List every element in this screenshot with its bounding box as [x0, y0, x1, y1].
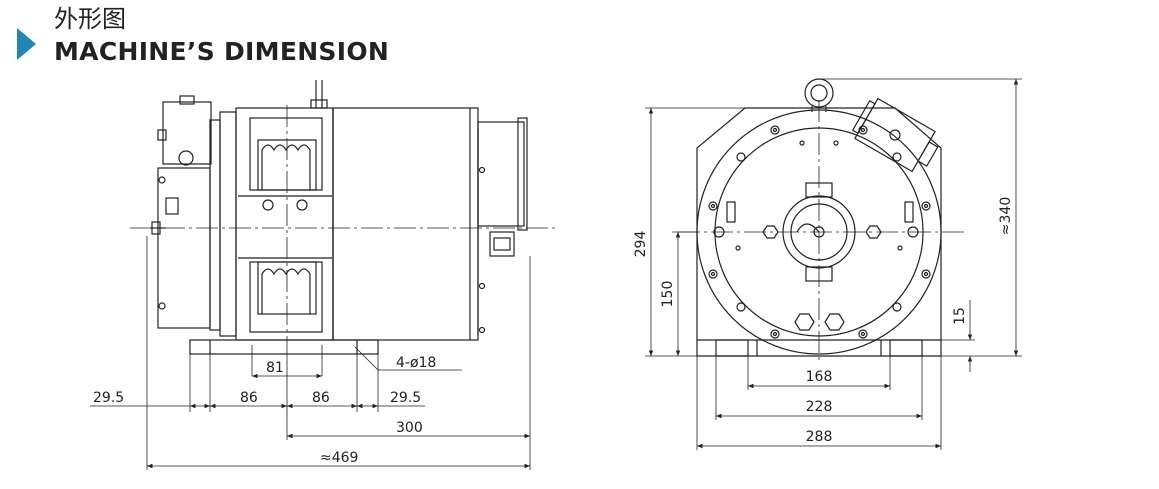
side-view-dimensions	[90, 236, 531, 470]
dim-29-5-right: 29.5	[390, 390, 421, 406]
title-english: MACHINE’S DIMENSION	[54, 37, 390, 66]
hub	[782, 195, 856, 269]
motor-body	[332, 107, 479, 341]
dim-168: 168	[806, 369, 833, 385]
dim-15: 15	[952, 307, 968, 325]
dim-340: ≈340	[998, 197, 1014, 235]
front-junction-box	[851, 97, 939, 173]
traction-sheave-top	[257, 139, 317, 191]
front-view-dimensions	[645, 78, 1022, 450]
dim-86-left: 86	[240, 390, 258, 406]
dim-29-5-left: 29.5	[93, 390, 124, 406]
front-view-labels: 294 150 ≈340 15 168 228 288	[633, 197, 1014, 445]
dim-81: 81	[266, 360, 284, 376]
traction-sheave-bottom	[257, 261, 317, 315]
dim-288: 288	[806, 429, 833, 445]
play-triangle-icon	[17, 28, 36, 60]
dim-86-right: 86	[312, 390, 330, 406]
dim-294: 294	[633, 231, 649, 258]
side-view	[130, 80, 555, 355]
dim-469: ≈469	[320, 450, 358, 466]
junction-box	[162, 101, 212, 165]
encoder-cover	[477, 121, 525, 227]
base-foot	[189, 339, 379, 355]
left-cover	[157, 167, 211, 329]
front-view	[678, 78, 965, 360]
title-chinese: 外形图	[54, 5, 126, 33]
lifting-eye	[804, 78, 834, 108]
cable-gland	[489, 231, 515, 257]
dim-150: 150	[660, 281, 676, 308]
dim-228: 228	[806, 399, 833, 415]
header: 外形图 MACHINE’S DIMENSION	[12, 4, 432, 68]
dim-bolt-holes: 4-ø18	[396, 355, 436, 371]
side-view-labels: 81 4-ø18 29.5 86 86 29.5 300 ≈469	[93, 355, 436, 466]
dim-300: 300	[396, 420, 423, 436]
